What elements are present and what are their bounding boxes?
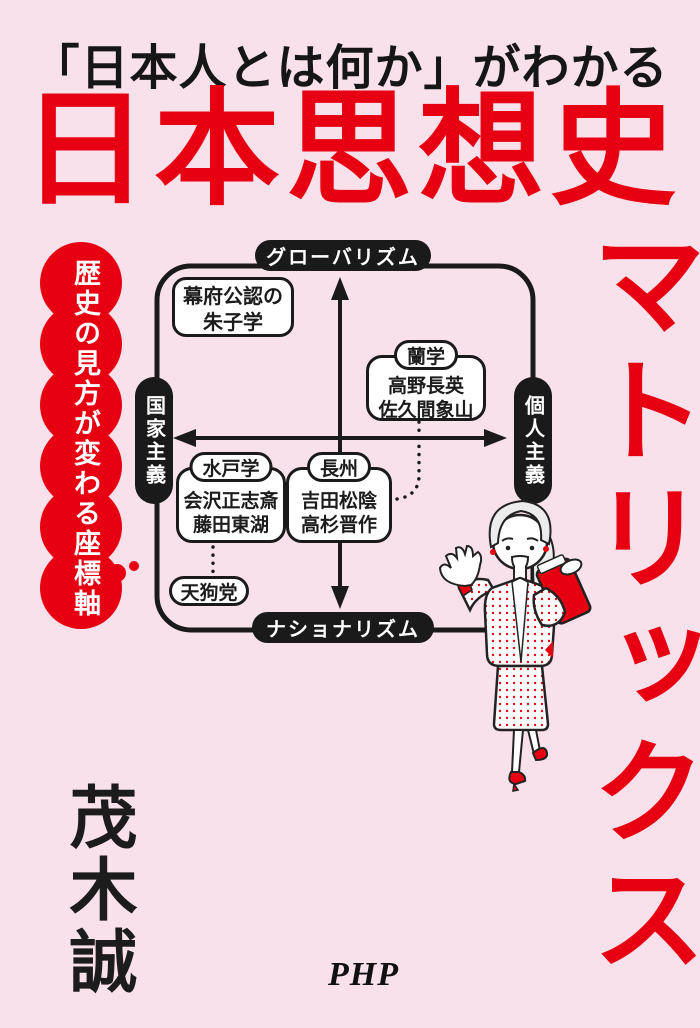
arrowhead-left xyxy=(173,429,196,447)
axis-label-individualism: 個人主義 xyxy=(514,377,552,504)
group-mitogaku-title: 水戸学 xyxy=(189,452,273,482)
leg-front xyxy=(510,729,525,773)
open-hand xyxy=(438,544,483,588)
head xyxy=(491,513,549,571)
group-choshu-line2: 高杉晋作 xyxy=(300,515,377,536)
banner-text: 歴史の見方が変わる座標軸 xyxy=(70,259,100,619)
arrowhead-right xyxy=(484,429,507,447)
group-rangaku-line2: 佐久間象山 xyxy=(378,400,474,421)
cuff-red xyxy=(456,579,473,598)
title-horizontal: 日本思想史 xyxy=(22,79,682,220)
dotted-choshu-rangaku xyxy=(395,414,421,501)
author-name: 茂木誠 xyxy=(59,782,135,998)
mouth-open xyxy=(510,555,530,572)
group-mitogaku-line1: 会沢正志斎 xyxy=(183,491,279,512)
box-shushigaku-line2: 朱子学 xyxy=(203,312,263,334)
box-shushigaku: 幕府公認の 朱子学 xyxy=(172,277,294,337)
group-mitogaku-line2: 藤田東湖 xyxy=(192,515,269,536)
jacket-lining-red xyxy=(545,641,553,658)
box-tenguto: 天狗党 xyxy=(169,576,249,606)
group-choshu-title: 長州 xyxy=(306,452,372,482)
leg-back xyxy=(526,729,542,756)
eyebrow-right xyxy=(526,537,539,542)
sleeve-raised xyxy=(457,577,496,613)
skirt xyxy=(492,664,550,732)
title-vertical: マトリックス xyxy=(575,224,700,986)
group-rangaku-line1: 高野長英 xyxy=(387,376,464,397)
axis-label-globalism: グローバリズム xyxy=(255,240,431,271)
arrowhead-up xyxy=(331,277,349,300)
group-choshu-line1: 吉田松陰 xyxy=(300,491,377,512)
arrowhead-down xyxy=(331,586,349,609)
shoe-front xyxy=(508,771,527,786)
eyebrow-left xyxy=(501,537,514,542)
axis-label-statism: 国家主義 xyxy=(135,377,173,504)
box-shushigaku-line1: 幕府公認の xyxy=(183,286,283,308)
blouse xyxy=(511,577,529,663)
hair-ponytail xyxy=(532,520,555,624)
group-rangaku-title: 蘭学 xyxy=(393,340,459,370)
neck xyxy=(513,566,527,581)
banner-dot-large xyxy=(108,564,126,582)
earring-left xyxy=(490,549,496,555)
shoe-back xyxy=(531,747,549,762)
tagline: 「日本人とは何か」がわかる xyxy=(31,42,669,95)
group-mitogaku: 水戸学 会沢正志斎 藤田東湖 xyxy=(176,452,286,543)
publisher-logo: PHP xyxy=(328,956,399,993)
group-choshu: 長州 吉田松陰 高杉晋作 xyxy=(286,452,392,543)
jacket xyxy=(483,576,557,668)
group-rangaku: 蘭学 高野長英 佐久間象山 xyxy=(366,340,486,421)
eye-left xyxy=(505,545,511,551)
earring-right xyxy=(543,546,549,552)
shoe-front-heel xyxy=(512,781,520,792)
axis-label-nationalism: ナショナリズム xyxy=(252,612,434,643)
hair-front xyxy=(488,499,552,549)
banner-dot-small xyxy=(129,561,139,571)
eye-right xyxy=(529,545,535,551)
